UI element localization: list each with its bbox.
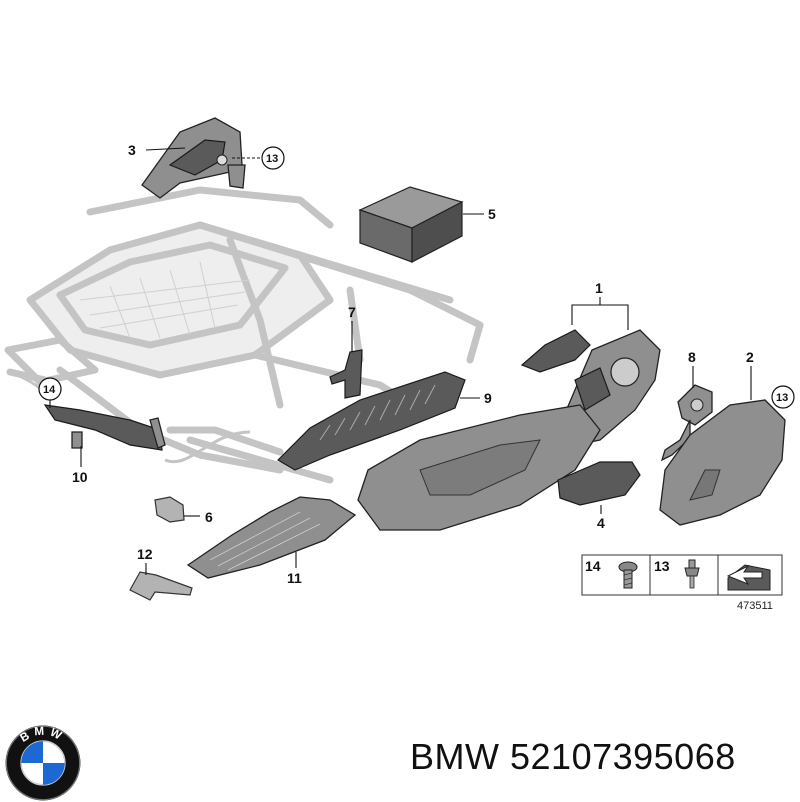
part-3-illustration xyxy=(141,117,246,199)
callout-9: 9 xyxy=(484,390,492,406)
bmw-logo: BMW xyxy=(5,725,81,801)
callout-12: 12 xyxy=(137,546,153,562)
arrow-icon xyxy=(726,564,771,591)
part-11-illustration xyxy=(186,496,357,579)
callout-5: 5 xyxy=(488,206,496,222)
part-9-illustration xyxy=(277,371,466,471)
part-7-illustration xyxy=(329,349,363,399)
callout-13-right: 13 xyxy=(776,392,788,404)
callout-10: 10 xyxy=(72,469,88,485)
callout-8: 8 xyxy=(688,349,696,365)
part-10-illustration xyxy=(43,404,166,451)
side-trim-illustration xyxy=(357,404,601,531)
callout-13-circle xyxy=(261,146,285,170)
legend-box: 14 13 473511 xyxy=(581,554,783,612)
rivet-icon xyxy=(684,559,700,589)
callout-4: 4 xyxy=(597,515,605,531)
callout-1: 1 xyxy=(595,280,603,296)
part-8-illustration xyxy=(660,384,713,462)
caption-brand: BMW xyxy=(410,736,500,777)
callout-7: 7 xyxy=(348,304,356,320)
callouts: 3 13 5 1 7 8 2 13 14 9 10 6 4 12 11 xyxy=(38,142,795,586)
part-12-illustration xyxy=(129,571,193,601)
caption-part-number: 52107395068 xyxy=(510,736,736,777)
legend-item-14: 14 xyxy=(585,558,601,574)
callout-3: 3 xyxy=(128,142,136,158)
callout-2: 2 xyxy=(746,349,754,365)
callout-13b-circle xyxy=(771,385,795,409)
callout-13-top: 13 xyxy=(266,153,278,165)
legend-item-13: 13 xyxy=(654,558,670,574)
callout-11: 11 xyxy=(287,570,302,586)
seat-frame-illustration xyxy=(4,186,484,484)
part-2-illustration xyxy=(659,399,786,526)
part-caption: BMW 52107395068 xyxy=(410,736,736,778)
callout-6: 6 xyxy=(205,509,213,525)
diagram-ref-number: 473511 xyxy=(737,600,773,612)
part-4-illustration xyxy=(557,461,641,506)
screw-icon xyxy=(618,561,638,589)
part-5-illustration xyxy=(358,186,464,263)
part-6-illustration xyxy=(154,496,185,523)
callout-14: 14 xyxy=(43,384,56,396)
